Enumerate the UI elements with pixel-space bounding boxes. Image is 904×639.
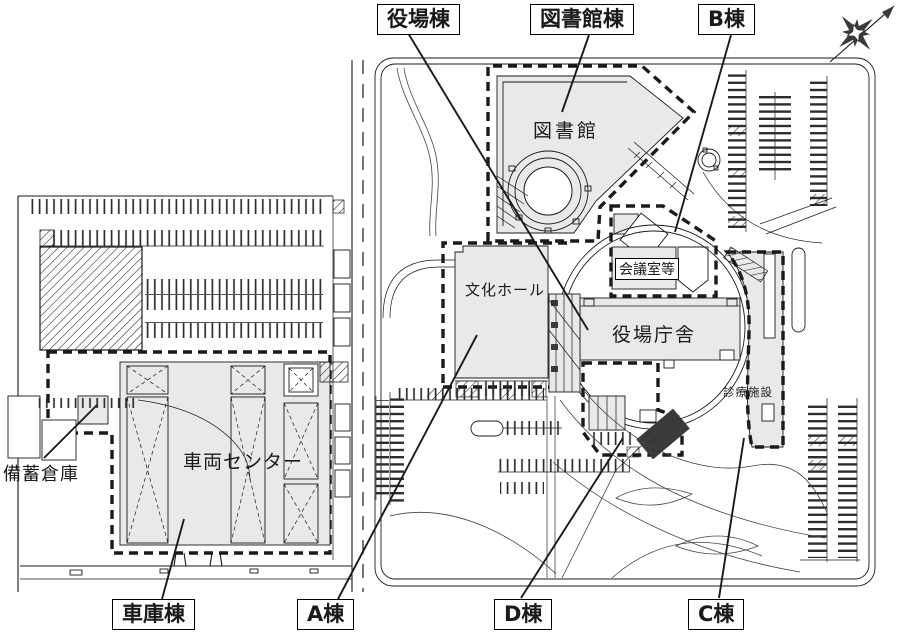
callout-yakuba-building: 役場棟	[377, 4, 460, 36]
right-site-plan	[374, 57, 876, 587]
road	[351, 60, 364, 592]
callout-library-building: 図書館棟	[530, 4, 634, 36]
callout-b-building: B棟	[698, 4, 756, 36]
garage-building	[119, 361, 349, 546]
parking-bottom-left	[375, 388, 630, 505]
label-stock-warehouse: 備蓄倉庫	[3, 464, 79, 485]
parking-top-right	[697, 70, 837, 244]
entrance-atrium	[548, 293, 581, 393]
callout-d-building: D棟	[494, 599, 553, 631]
government-office-building	[579, 297, 741, 369]
d-wing-building	[581, 361, 690, 460]
library-building	[486, 64, 697, 243]
label-culture-hall: 文化ホール	[465, 281, 546, 299]
b-wing-boundary	[609, 204, 718, 298]
leader-lines	[43, 32, 745, 600]
parking-bottom-right	[800, 398, 860, 562]
callout-garage-building: 車庫棟	[112, 599, 195, 631]
label-vehicle-center: 車両センター	[183, 451, 304, 473]
site-boundary	[374, 57, 876, 587]
label-clinic: 診療施設	[723, 385, 773, 399]
callout-a-building: A棟	[297, 599, 355, 631]
canopy-dark-shape	[636, 408, 690, 460]
callout-c-building: C棟	[688, 599, 745, 631]
clinic-zone	[723, 246, 806, 449]
north-arrow-icon	[829, 5, 895, 63]
left-site-plan	[7, 195, 352, 592]
label-library: 図書館	[533, 120, 600, 142]
label-government-office: 役場庁舎	[612, 324, 697, 346]
hatched-area	[39, 246, 143, 351]
label-meeting-rooms: 会議室等	[615, 258, 679, 280]
garden-paths	[389, 391, 829, 579]
roundabout-circle	[697, 148, 721, 172]
